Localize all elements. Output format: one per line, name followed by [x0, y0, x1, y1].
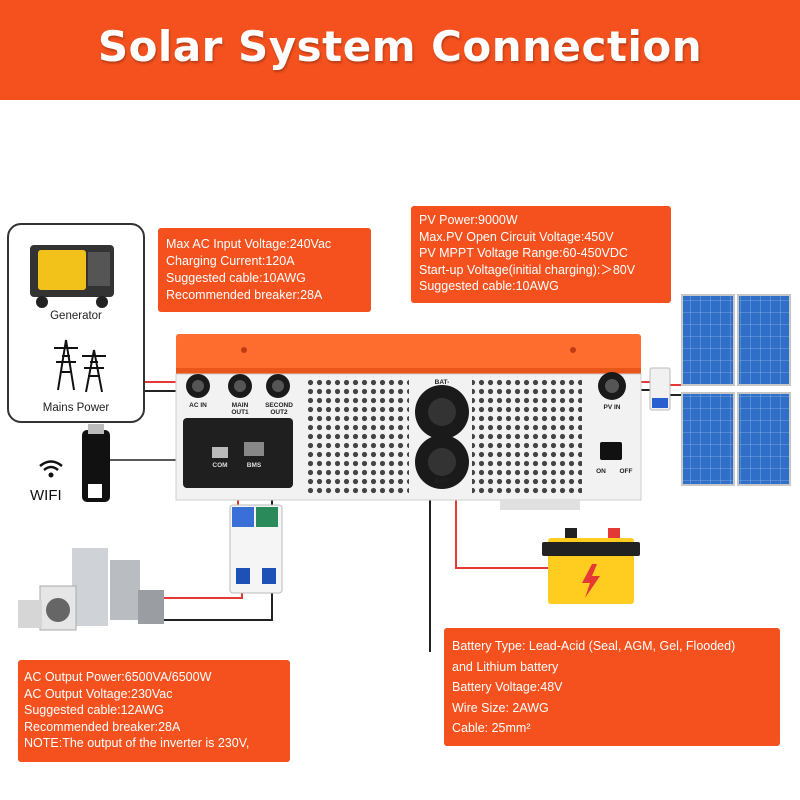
bat-pos-label: BAT- — [434, 379, 450, 386]
ac-output-spec-box: AC Output Power:6500VA/6500W AC Output V… — [18, 660, 290, 762]
battery-spec-line: Battery Voltage:48V — [452, 680, 563, 694]
ac-output-spec-line: AC Output Power:6500VA/6500W — [24, 670, 212, 684]
main-out-label: MAIN OUT1 — [231, 402, 249, 416]
battery-spec-line: Cable: 25mm² — [452, 721, 531, 735]
wifi-label: WIFI — [30, 487, 62, 504]
ac-input-spec-line: Recommended breaker:28A — [166, 288, 323, 302]
ac-input-spec-line: Suggested cable:10AWG — [166, 271, 306, 285]
generator-label: Generator — [50, 310, 102, 322]
page-title: Solar System Connection — [97, 22, 703, 71]
switch-on-label: ON — [596, 468, 606, 475]
household-appliances — [18, 548, 164, 631]
com-port-label: COM — [212, 462, 228, 469]
battery-spec-line: and Lithium battery — [452, 659, 559, 674]
ac-output-spec-line: NOTE:The output of the inverter is 230V, — [24, 736, 250, 750]
power-sources-frame — [7, 223, 145, 423]
solar-panels — [681, 294, 791, 486]
ac-output-spec-line: AC Output Voltage:230Vac — [24, 686, 173, 701]
battery-spec-line: Battery Type: Lead-Acid (Seal, AGM, Gel,… — [452, 639, 736, 653]
pv-spec-line: Suggested cable:10AWG — [419, 279, 559, 293]
ac-input-spec-line: Charging Current:120A — [166, 254, 295, 268]
pv-breaker — [649, 367, 671, 411]
wifi-icon — [39, 460, 63, 478]
pv-in-label: PV IN — [603, 404, 621, 411]
battery-spec-box: Battery Type: Lead-Acid (Seal, AGM, Gel,… — [444, 628, 780, 746]
wifi-dongle — [82, 424, 110, 502]
battery — [542, 528, 640, 604]
load-wire-n — [160, 590, 273, 621]
second-out-label: SECOND OUT2 — [265, 402, 293, 416]
ac-output-spec-line: Recommended breaker:28A — [24, 719, 181, 734]
pv-spec-line: Start-up Voltage(initial charging):＞80V — [419, 262, 636, 277]
ac-breaker — [229, 504, 283, 594]
ac-input-spec-box: Max AC Input Voltage:240Vac Charging Cur… — [158, 228, 371, 312]
pv-spec-line: PV Power:9000W — [419, 213, 518, 227]
bat-neg-label: BAT- — [434, 478, 450, 485]
title-banner — [0, 0, 800, 100]
ac-in-label: AC IN — [189, 402, 207, 409]
pv-spec-box: PV Power:9000W Max.PV Open Circuit Volta… — [411, 206, 671, 303]
battery-spec-line: Wire Size: 2AWG — [452, 700, 549, 715]
bms-port-label: BMS — [246, 462, 262, 469]
pv-spec-line: PV MPPT Voltage Range:60-450VDC — [419, 246, 628, 260]
pv-spec-line: Max.PV Open Circuit Voltage:450V — [419, 229, 614, 244]
mains-power-label: Mains Power — [42, 402, 110, 414]
inverter-unit — [175, 334, 642, 510]
ac-output-spec-line: Suggested cable:12AWG — [24, 703, 164, 717]
switch-off-label: OFF — [619, 468, 633, 475]
ac-input-spec-line: Max AC Input Voltage:240Vac — [166, 237, 332, 251]
